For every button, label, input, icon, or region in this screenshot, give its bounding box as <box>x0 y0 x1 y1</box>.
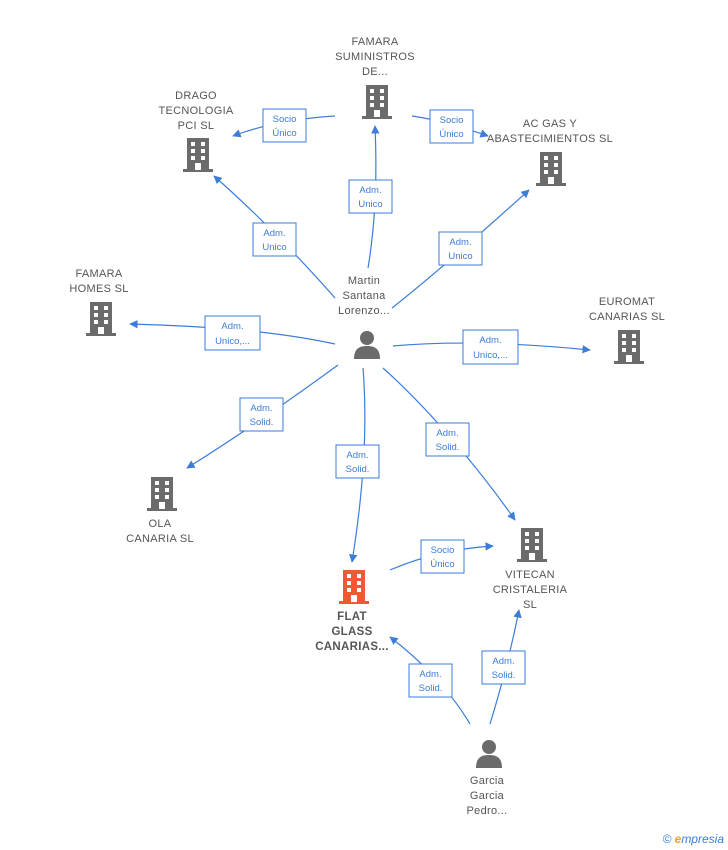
edge-adm-unico-euromat[interactable]: Adm. Unico,... <box>392 329 591 365</box>
node-label-line: DRAGO <box>175 90 217 102</box>
building-icon <box>86 302 116 336</box>
node-label-line: TECNOLOGIA <box>158 105 233 117</box>
edge-label-line2: Único <box>430 559 454 570</box>
edge-adm-unico-famara-sum[interactable]: Adm. Unico <box>348 125 393 269</box>
node-label-line: Garcia <box>470 775 505 787</box>
person-icon <box>476 740 502 768</box>
company-node-ac-gas[interactable]: AC GAS Y ABASTECIMIENTOS SL <box>487 118 613 186</box>
building-icon <box>362 85 392 119</box>
edge-adm-solid-ola[interactable]: Adm. Solid. <box>186 364 339 469</box>
person-icon <box>354 331 380 359</box>
node-label-line: VITECAN <box>505 569 555 581</box>
node-label-line: Martin <box>348 275 380 287</box>
node-label-line: FAMARA <box>351 36 398 48</box>
edge-adm-unico-acgas[interactable]: Adm. Unico <box>391 189 530 309</box>
edge-adm-unico-drago[interactable]: Adm. Unico <box>213 175 336 299</box>
node-label-line: Pedro... <box>467 805 508 817</box>
node-label-line: CANARIA SL <box>126 533 194 545</box>
edge-adm-unico-famara-homes[interactable]: Adm. Unico,... <box>129 315 336 351</box>
edge-label-line2: Solid. <box>250 417 274 428</box>
node-label-line: DE... <box>362 66 388 78</box>
building-icon <box>147 477 177 511</box>
building-icon <box>614 330 644 364</box>
edge-socio-unico-vitecan[interactable]: Socio Único <box>389 539 494 574</box>
node-label-line: SL <box>523 599 537 611</box>
node-label-line: HOMES SL <box>69 283 128 295</box>
company-node-vitecan[interactable]: VITECAN CRISTALERIA SL <box>493 528 568 611</box>
edge-label-line1: Adm. <box>346 450 368 461</box>
edge-socio-unico-acgas[interactable]: Socio Único <box>411 109 489 144</box>
node-label-line: OLA <box>149 518 172 530</box>
building-icon <box>339 570 369 604</box>
person-node-martin[interactable]: Martin Santana Lorenzo... <box>338 275 390 359</box>
brand-name: mpresia <box>681 832 724 846</box>
edge-adm-solid-vitecan[interactable]: Adm. Solid. <box>382 367 516 521</box>
building-icon <box>536 152 566 186</box>
company-node-flat-glass[interactable]: FLAT GLASS CANARIAS... <box>315 570 389 653</box>
node-label-line: Santana <box>342 290 386 302</box>
edge-label-line2: Unico <box>448 251 472 262</box>
node-label-line: AC GAS Y <box>523 118 578 130</box>
edge-label-line2: Único <box>272 128 296 139</box>
edge-label-line1: Socio <box>273 114 297 125</box>
edge-label-line2: Único <box>439 129 463 140</box>
building-icon <box>517 528 547 562</box>
node-label-line: CANARIAS SL <box>589 311 665 323</box>
node-label-line: FAMARA <box>75 268 122 280</box>
edge-label-line2: Solid. <box>436 442 460 453</box>
edge-adm-solid-flat-garcia[interactable]: Adm. Solid. <box>389 636 471 725</box>
node-label-line: EUROMAT <box>599 296 655 308</box>
brand-logo[interactable]: ©empresia <box>663 832 724 846</box>
node-label-line: ABASTECIMIENTOS SL <box>487 133 613 145</box>
node-label-line: Garcia <box>470 790 505 802</box>
node-label-line: SUMINISTROS <box>335 51 415 63</box>
edge-label-line2: Unico <box>358 199 382 210</box>
node-label-line: GLASS <box>331 626 372 638</box>
edge-label-line2: Unico <box>262 242 286 253</box>
edge-label-line2: Unico,... <box>473 350 508 361</box>
edge-label-line2: Solid. <box>492 670 516 681</box>
brand-initial: e <box>674 832 682 846</box>
edge-label-line1: Adm. <box>479 335 501 346</box>
company-node-drago[interactable]: DRAGO TECNOLOGIA PCI SL <box>158 90 234 172</box>
node-label-line: PCI SL <box>178 120 215 132</box>
edge-label-line1: Socio <box>440 115 464 126</box>
node-label-line: Lorenzo... <box>338 305 390 317</box>
nodes: FAMARA SUMINISTROS DE... DRAGO TECNOLOGI… <box>69 36 665 817</box>
edge-label-line1: Adm. <box>419 669 441 680</box>
edge-label-line1: Adm. <box>221 321 243 332</box>
edges: Socio Único Socio Único Adm. Unico Adm. … <box>129 108 591 725</box>
company-node-ola-canaria[interactable]: OLA CANARIA SL <box>126 477 194 545</box>
node-label-line: FLAT <box>337 611 367 623</box>
edge-label-line1: Adm. <box>492 656 514 667</box>
edge-label-line1: Adm. <box>436 428 458 439</box>
edge-label-line2: Solid. <box>419 683 443 694</box>
edge-label-line2: Unico,... <box>215 336 250 347</box>
person-node-garcia[interactable]: Garcia Garcia Pedro... <box>467 740 508 817</box>
edge-label-line1: Adm. <box>250 403 272 414</box>
node-label-line: CANARIAS... <box>315 641 389 653</box>
copyright-icon: © <box>662 832 672 846</box>
company-node-euromat[interactable]: EUROMAT CANARIAS SL <box>589 296 665 364</box>
edge-label-line1: Adm. <box>359 185 381 196</box>
edge-label-line1: Adm. <box>449 237 471 248</box>
edge-label-line1: Socio <box>431 545 455 556</box>
building-icon <box>183 138 213 172</box>
edge-label-line2: Solid. <box>346 464 370 475</box>
company-node-famara-suministros[interactable]: FAMARA SUMINISTROS DE... <box>335 36 415 119</box>
edge-adm-solid-flat[interactable]: Adm. Solid. <box>335 367 380 563</box>
company-node-famara-homes[interactable]: FAMARA HOMES SL <box>69 268 128 336</box>
node-label-line: CRISTALERIA <box>493 584 568 596</box>
edge-adm-solid-vitecan-garcia[interactable]: Adm. Solid. <box>481 609 526 725</box>
edge-socio-unico-drago[interactable]: Socio Único <box>232 108 336 143</box>
edge-label-line1: Adm. <box>263 228 285 239</box>
